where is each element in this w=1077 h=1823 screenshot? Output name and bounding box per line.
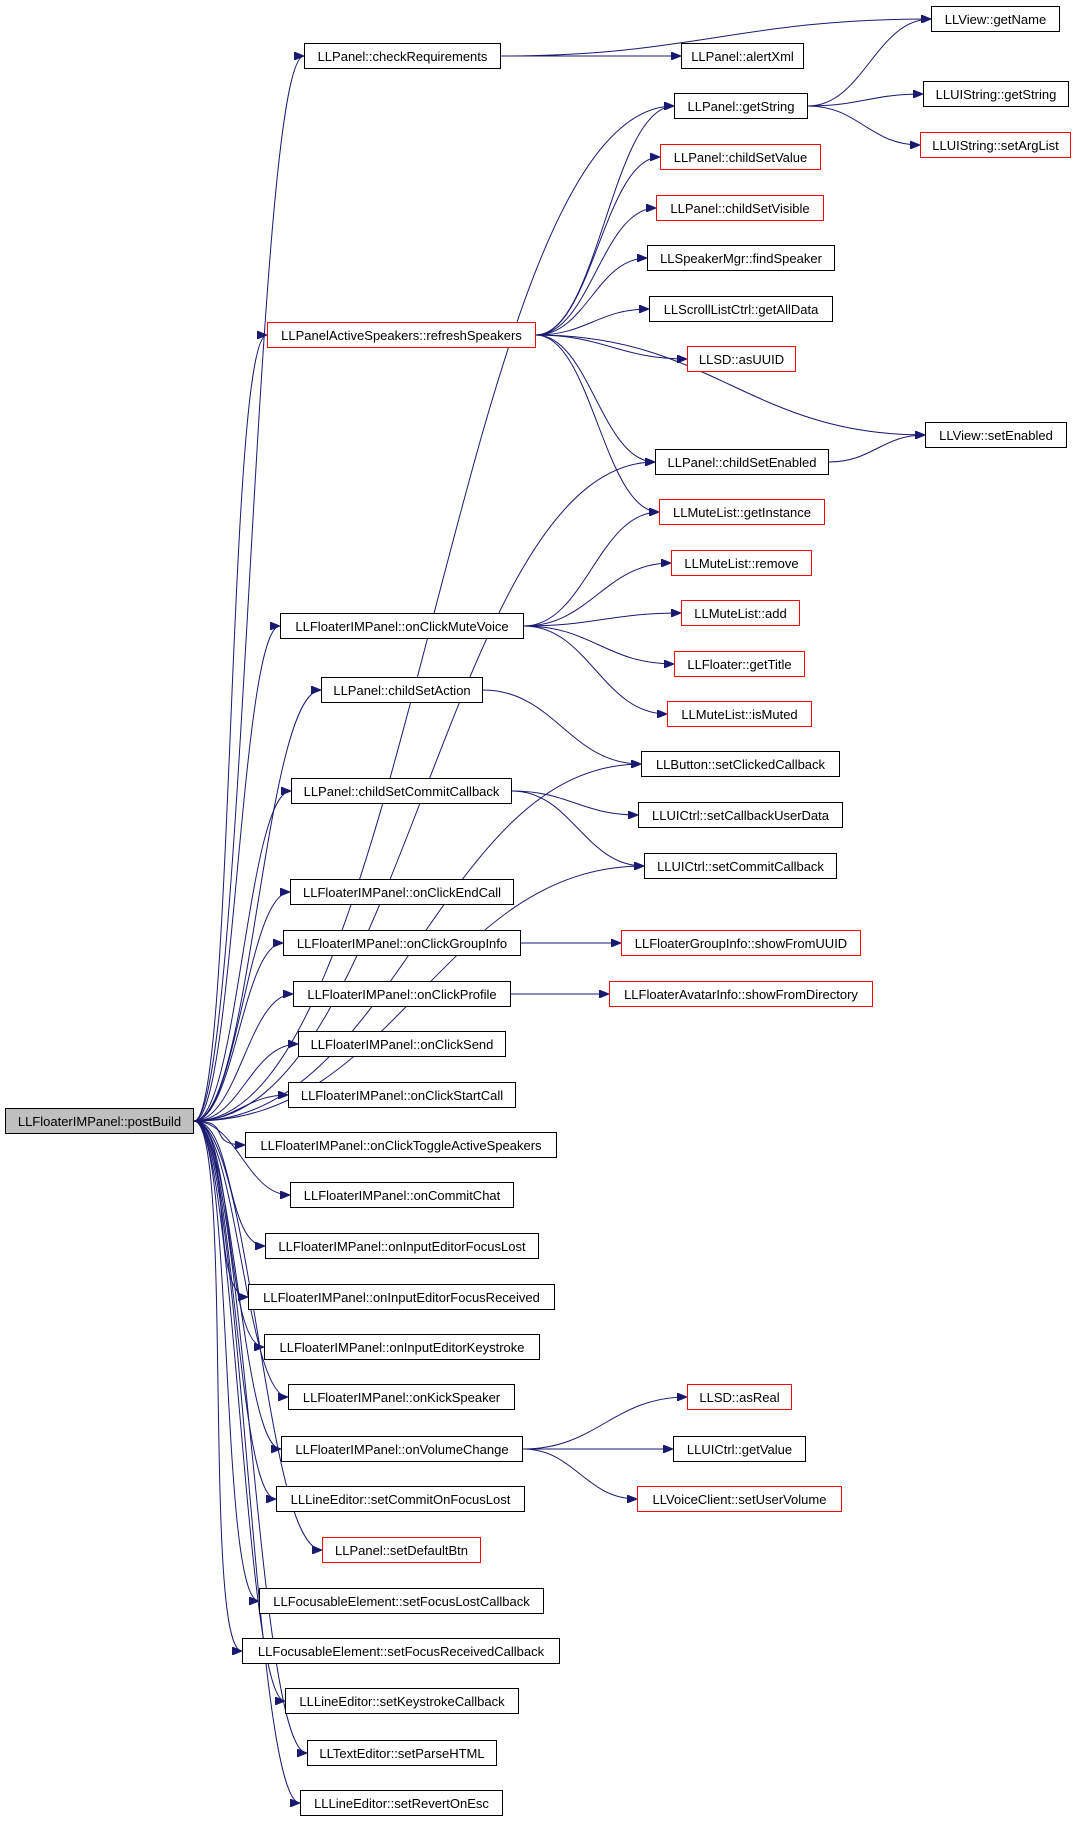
node-floater-get-title[interactable]: LLFloater::getTitle — [674, 651, 805, 677]
node-set-revert-on-esc[interactable]: LLLineEditor::setRevertOnEsc — [300, 1790, 503, 1816]
edge-childSetEnabled-to-setEnabled — [828, 435, 925, 463]
edge-onClickMuteVoice-to-isMuted — [523, 625, 667, 714]
node-set-keystroke-callback[interactable]: LLLineEditor::setKeystrokeCallback — [285, 1688, 519, 1714]
edge-getString-to-setArgList — [807, 105, 920, 145]
node-uistring-set-arg-list[interactable]: LLUIString::setArgList — [920, 132, 1071, 158]
edge-root-to-refreshSpeakers — [193, 335, 268, 1122]
edge-onVolumeChange-to-setUserVolume — [522, 1448, 637, 1499]
edge-root-to-setCommitOnFocusLost — [193, 1120, 277, 1499]
node-on-click-start-call[interactable]: LLFloaterIMPanel::onClickStartCall — [288, 1082, 516, 1108]
edge-getString-to-viewGetName — [807, 19, 931, 107]
edge-root-to-childSetAction — [193, 690, 321, 1122]
root-node-postbuild: LLFloaterIMPanel::postBuild — [5, 1108, 194, 1134]
edge-root-to-setRevertOnEsc — [193, 1120, 301, 1803]
edge-onClickMuteVoice-to-muteAdd — [523, 613, 681, 627]
edge-onClickMuteVoice-to-muteRemove — [523, 563, 671, 627]
node-view-get-name[interactable]: LLView::getName — [931, 6, 1060, 32]
node-alert-xml[interactable]: LLPanel::alertXml — [681, 43, 804, 69]
edge-refreshSpeakers-to-childSetEnabled — [535, 334, 655, 462]
node-set-commit-on-focus-lost[interactable]: LLLineEditor::setCommitOnFocusLost — [276, 1486, 525, 1512]
node-child-set-action[interactable]: LLPanel::childSetAction — [321, 677, 483, 703]
edge-root-to-setDefaultBtn — [193, 1120, 322, 1550]
node-set-default-btn[interactable]: LLPanel::setDefaultBtn — [322, 1537, 481, 1563]
node-set-commit-callback[interactable]: LLUICtrl::setCommitCallback — [644, 853, 837, 879]
edge-childSetCommitCallback-to-setCommitCallback — [511, 790, 644, 866]
node-refresh-speakers[interactable]: LLPanelActiveSpeakers::refreshSpeakers — [267, 322, 536, 348]
edge-onVolumeChange-to-asReal — [522, 1397, 687, 1450]
node-uistring-get-string[interactable]: LLUIString::getString — [923, 81, 1069, 107]
edge-root-to-onClickStartCall — [193, 1095, 288, 1122]
edge-refreshSpeakers-to-childSetVisible — [535, 208, 656, 336]
edge-root-to-setKeystrokeCallback — [193, 1120, 286, 1701]
edge-root-to-checkRequirements — [193, 56, 305, 1122]
node-set-clicked-callback[interactable]: LLButton::setClickedCallback — [641, 751, 840, 777]
edge-refreshSpeakers-to-getInstance — [535, 334, 659, 512]
edge-refreshSpeakers-to-findSpeaker — [535, 258, 647, 336]
node-show-from-uuid[interactable]: LLFloaterGroupInfo::showFromUUID — [621, 930, 861, 956]
edge-root-to-onKickSpeaker — [193, 1120, 289, 1397]
edge-getString-to-uiStringGetString — [807, 94, 923, 107]
node-mutelist-get-instance[interactable]: LLMuteList::getInstance — [659, 499, 825, 525]
node-child-set-visible[interactable]: LLPanel::childSetVisible — [656, 195, 824, 221]
node-llsd-as-real[interactable]: LLSD::asReal — [687, 1384, 792, 1410]
node-get-string[interactable]: LLPanel::getString — [674, 93, 808, 119]
node-set-callback-user-data[interactable]: LLUICtrl::setCallbackUserData — [638, 802, 843, 828]
node-on-input-editor-focus-lost[interactable]: LLFloaterIMPanel::onInputEditorFocusLost — [265, 1233, 539, 1259]
edge-onClickMuteVoice-to-getTitle — [523, 625, 674, 664]
edge-refreshSpeakers-to-asUUID — [535, 334, 687, 359]
node-find-speaker[interactable]: LLSpeakerMgr::findSpeaker — [647, 245, 835, 271]
edge-root-to-onClickMuteVoice — [193, 626, 281, 1122]
node-set-focus-lost-callback[interactable]: LLFocusableElement::setFocusLostCallback — [259, 1588, 544, 1614]
node-set-user-volume[interactable]: LLVoiceClient::setUserVolume — [637, 1486, 842, 1512]
node-on-volume-change[interactable]: LLFloaterIMPanel::onVolumeChange — [281, 1436, 523, 1462]
node-set-parse-html[interactable]: LLTextEditor::setParseHTML — [307, 1740, 497, 1766]
node-on-click-profile[interactable]: LLFloaterIMPanel::onClickProfile — [293, 981, 511, 1007]
edge-root-to-onClickToggleActiveSpeakers — [193, 1120, 245, 1145]
edge-root-to-onClickProfile — [193, 994, 293, 1122]
edge-childSetAction-to-setClickedCallback — [482, 689, 641, 764]
node-check-requirements[interactable]: LLPanel::checkRequirements — [304, 43, 501, 69]
node-child-set-enabled[interactable]: LLPanel::childSetEnabled — [655, 449, 829, 475]
node-llsd-as-uuid[interactable]: LLSD::asUUID — [687, 346, 796, 372]
edge-refreshSpeakers-to-getAllData — [535, 309, 649, 336]
node-on-commit-chat[interactable]: LLFloaterIMPanel::onCommitChat — [290, 1182, 514, 1208]
edge-root-to-onCommitChat — [193, 1120, 290, 1195]
node-on-input-editor-keystroke[interactable]: LLFloaterIMPanel::onInputEditorKeystroke — [264, 1334, 540, 1360]
edge-root-to-onClickEndCall — [193, 892, 290, 1122]
edge-root-to-setFocusReceivedCallback — [193, 1120, 243, 1651]
node-mutelist-remove[interactable]: LLMuteList::remove — [671, 550, 812, 576]
edge-refreshSpeakers-to-childSetValue — [535, 157, 660, 336]
node-show-from-directory[interactable]: LLFloaterAvatarInfo::showFromDirectory — [609, 981, 873, 1007]
edge-checkRequirements-to-viewGetName — [500, 19, 931, 57]
node-mutelist-add[interactable]: LLMuteList::add — [681, 600, 800, 626]
node-mutelist-is-muted[interactable]: LLMuteList::isMuted — [667, 701, 812, 727]
node-on-click-end-call[interactable]: LLFloaterIMPanel::onClickEndCall — [290, 879, 514, 905]
edge-root-to-onClickGroupInfo — [193, 943, 283, 1122]
edge-root-to-setParseHTML — [193, 1120, 308, 1753]
node-child-set-value[interactable]: LLPanel::childSetValue — [660, 144, 821, 170]
node-get-value[interactable]: LLUICtrl::getValue — [673, 1436, 806, 1462]
node-child-set-commit-callback[interactable]: LLPanel::childSetCommitCallback — [291, 778, 512, 804]
node-set-focus-received-callback[interactable]: LLFocusableElement::setFocusReceivedCall… — [242, 1638, 560, 1664]
edge-refreshSpeakers-to-setEnabled — [535, 334, 925, 435]
edge-onClickMuteVoice-to-getInstance — [523, 512, 659, 627]
node-view-set-enabled[interactable]: LLView::setEnabled — [925, 422, 1067, 448]
edge-root-to-onClickSend — [193, 1044, 298, 1122]
node-on-click-send[interactable]: LLFloaterIMPanel::onClickSend — [298, 1031, 506, 1057]
edge-childSetCommitCallback-to-setCallbackUserData — [511, 790, 638, 815]
node-on-click-mute-voice[interactable]: LLFloaterIMPanel::onClickMuteVoice — [280, 613, 524, 639]
edge-root-to-onVolumeChange — [193, 1120, 282, 1449]
node-on-click-group-info[interactable]: LLFloaterIMPanel::onClickGroupInfo — [283, 930, 521, 956]
node-on-input-editor-focus-received[interactable]: LLFloaterIMPanel::onInputEditorFocusRece… — [248, 1284, 555, 1310]
edge-root-to-childSetCommitCallback — [193, 791, 292, 1122]
node-on-click-toggle-active-speakers[interactable]: LLFloaterIMPanel::onClickToggleActiveSpe… — [245, 1132, 557, 1158]
node-get-all-data[interactable]: LLScrollListCtrl::getAllData — [649, 296, 833, 322]
node-on-kick-speaker[interactable]: LLFloaterIMPanel::onKickSpeaker — [288, 1384, 515, 1410]
